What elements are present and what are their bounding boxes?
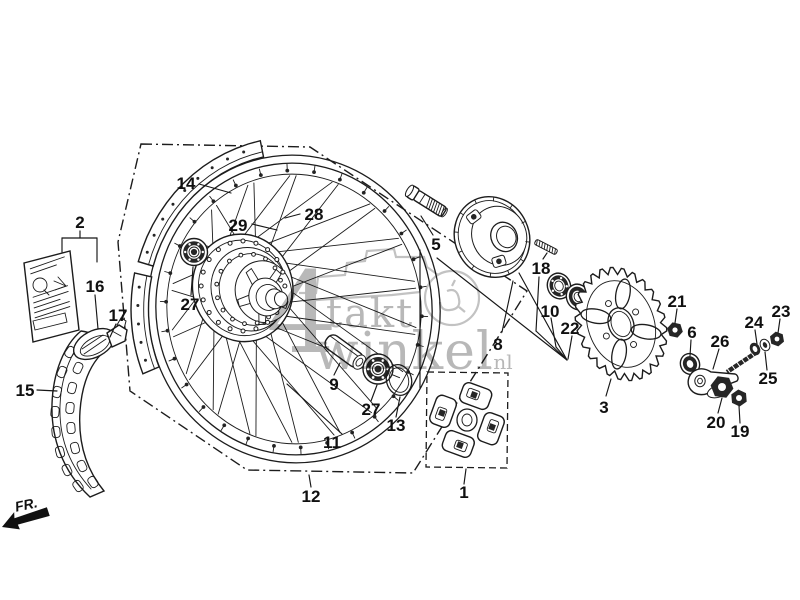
callout-20: 20 xyxy=(707,413,726,432)
washer-24 xyxy=(749,342,761,356)
tire xyxy=(50,317,128,498)
info-label-sticker xyxy=(23,250,80,343)
callout-23: 23 xyxy=(772,302,791,321)
callout-9: 9 xyxy=(329,375,338,394)
callout-10: 10 xyxy=(541,302,560,321)
callout-1: 1 xyxy=(459,483,468,502)
bearing-10 xyxy=(546,272,572,300)
watermark-suffix: .nl xyxy=(487,350,513,374)
callout-22: 22 xyxy=(561,319,580,338)
bearing-27-upper xyxy=(179,237,209,267)
sprocket-hub-drum xyxy=(453,195,531,279)
wheel-hub xyxy=(191,233,294,343)
callout-14: 14 xyxy=(177,174,196,193)
wheel-assembly-box xyxy=(117,143,528,474)
callout-24: 24 xyxy=(745,313,764,332)
callout-19: 19 xyxy=(731,422,750,441)
callout-26: 26 xyxy=(711,332,730,351)
callout-13: 13 xyxy=(387,416,406,435)
callout-5: 5 xyxy=(431,235,440,254)
callout-15: 15 xyxy=(16,381,35,400)
callout-21: 21 xyxy=(668,292,687,311)
callout-2: 2 xyxy=(75,213,84,232)
watermark: 4 takt winkel .nl xyxy=(266,247,513,382)
stud-bolt xyxy=(534,239,558,255)
callout-18: 18 xyxy=(532,259,551,278)
callout-27-upper: 27 xyxy=(181,295,200,314)
callout-27-lower: 27 xyxy=(362,400,381,419)
nut-21 xyxy=(667,322,683,338)
front-direction-arrow: FR. xyxy=(2,494,50,530)
chain-adjuster xyxy=(687,350,759,396)
damper-rubber xyxy=(429,382,505,458)
watermark-moped-sketch xyxy=(299,247,481,327)
callout-8: 8 xyxy=(493,335,502,354)
nut-19 xyxy=(731,389,747,407)
o-ring xyxy=(385,364,413,396)
rim-lock xyxy=(106,317,128,348)
nut-23 xyxy=(770,331,784,347)
watermark-word-top: takt xyxy=(326,291,414,337)
washer-25 xyxy=(759,338,771,352)
callout-29: 29 xyxy=(229,216,248,235)
front-direction-label: FR. xyxy=(13,494,38,514)
hub-bolt xyxy=(404,184,448,218)
callout-6: 6 xyxy=(687,323,696,342)
callout-labels: 14 2 16 17 15 29 28 27 9 27 13 11 12 1 5… xyxy=(16,174,791,506)
callout-3: 3 xyxy=(599,398,608,417)
bearing-27-lower xyxy=(362,353,394,385)
damper-box xyxy=(425,371,509,469)
callout-17: 17 xyxy=(109,306,128,325)
callout-11: 11 xyxy=(323,433,341,452)
rim-band xyxy=(130,139,265,375)
callout-28: 28 xyxy=(305,205,324,224)
leader-lines xyxy=(36,183,781,488)
axle-nut-20 xyxy=(706,376,734,399)
callout-16: 16 xyxy=(86,277,105,296)
sprocket xyxy=(574,266,668,382)
callout-12: 12 xyxy=(302,487,321,506)
watermark-word-bottom: winkel xyxy=(314,322,494,382)
watermark-numeral: 4 xyxy=(266,249,337,379)
callout-25: 25 xyxy=(759,369,778,388)
collar-6 xyxy=(679,352,701,376)
